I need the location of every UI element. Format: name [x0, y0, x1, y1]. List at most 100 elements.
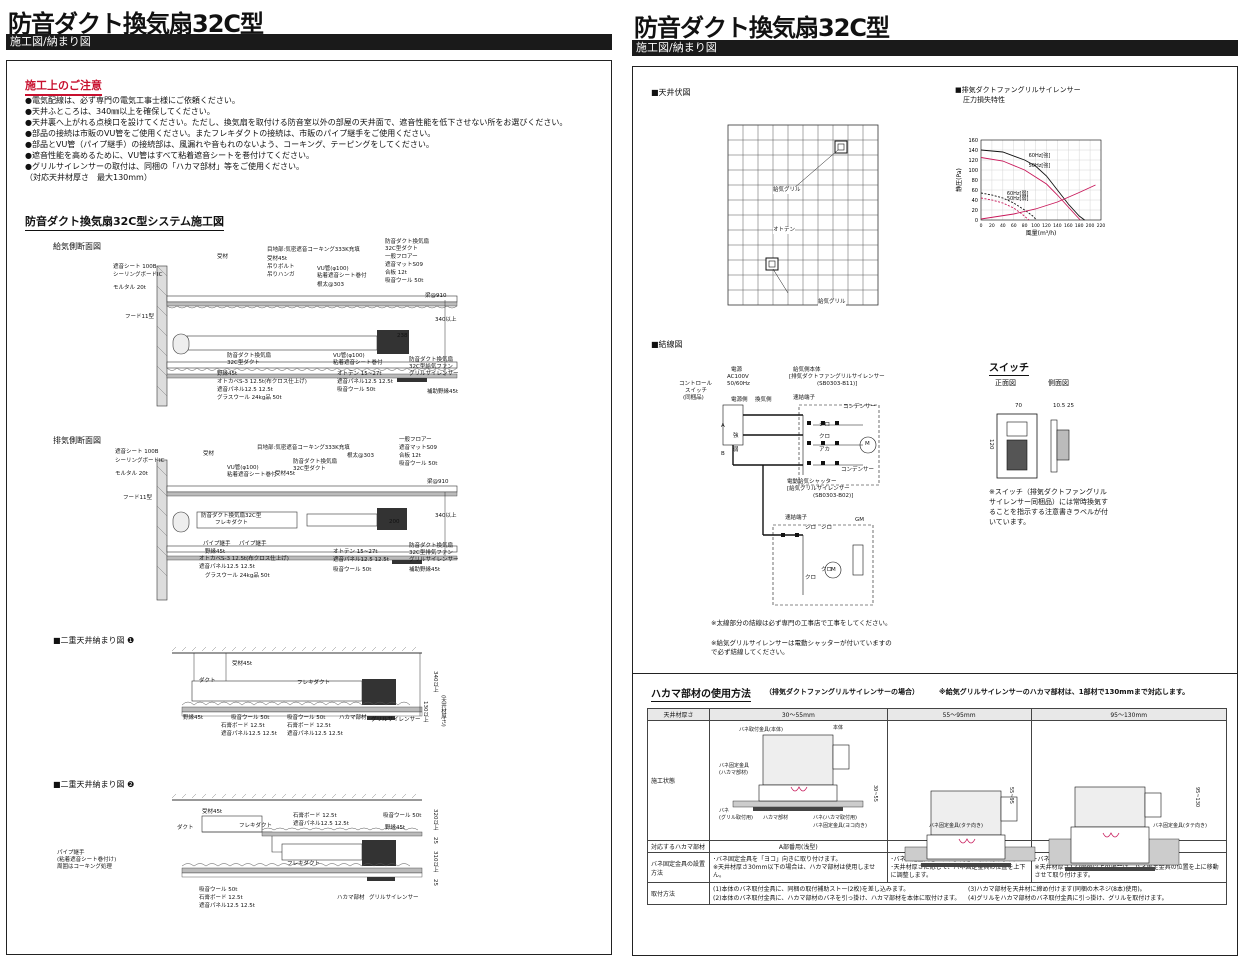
double2-label: 周囲はコーキング処理	[57, 864, 112, 870]
wiring-label: 弱	[733, 447, 739, 453]
row-label: バネ固定金具の設置方法	[647, 852, 710, 883]
double-ceiling-1-title: ■二重天井納まり図 ❶	[53, 636, 135, 645]
y-tick-label: 80	[972, 178, 978, 184]
hakama-diagram-label: バネ取付金具(本体)	[739, 727, 783, 733]
exhaust-label: グラスウール 24kg品 50t	[205, 573, 270, 579]
switch-dim-d1: 10.5	[1053, 403, 1066, 409]
exhaust-label: オトテン 15~27t	[333, 549, 378, 555]
divider	[633, 673, 1237, 674]
exhaust-label: 32C型ダクト	[293, 466, 326, 472]
exhaust-label: 受材	[203, 451, 215, 457]
exhaust-label: 防音ダクト換気扇	[293, 459, 338, 465]
hakama-diagram-label: (グリル取付用)	[719, 815, 753, 821]
caution-heading: 施工上のご注意	[25, 77, 102, 96]
supply-label: 受材45t	[267, 256, 288, 262]
caution-item: （対応天井材厚さ 最大130mm）	[25, 173, 152, 182]
hakama-diagram-label: バネ固定金具(タテ向き)	[1153, 823, 1207, 829]
wiring-label: 速結端子	[785, 515, 808, 521]
mount-cell: (1)本体のバネ取付金具に、同梱の取付補助ストー(2枚)を差し込みます。 (2)…	[709, 882, 1227, 905]
exhaust-label: 遮音パネル12.5 12.5t	[199, 564, 255, 570]
double2-label: 320以上	[432, 809, 438, 831]
double2-label: 遮音パネル12.5 12.5t	[199, 903, 255, 909]
double2-label: 受材45t	[202, 809, 223, 815]
series-line	[980, 192, 1037, 221]
x-tick-label: 20	[989, 223, 995, 229]
supply-label: 粘着遮音シート巻付	[333, 360, 383, 366]
hakama-note: ※給気グリルサイレンサーのハカマ部材は、1部材で130mmまで対応します。	[939, 688, 1190, 696]
exhaust-label: シーリングボードIC	[115, 458, 165, 464]
wiring-label: クロ	[805, 575, 817, 581]
x-tick-label: 60	[1011, 223, 1017, 229]
wiring-label: シロ	[821, 525, 833, 531]
double2-label: 石膏ボード 12.5t	[199, 895, 243, 901]
series-label: 60Hz[強]	[1029, 152, 1051, 159]
hakama-diagram-label: バネ固定金具(ヨコ向き)	[813, 823, 867, 829]
exhaust-label: 遮音マットS09	[399, 445, 437, 451]
caution-item: ●部品とVU管（パイプ継手）の接続部は、風漏れや音もれのないよう、コーキング、テ…	[25, 140, 434, 149]
supply-label: 補助野縁45t	[427, 389, 459, 395]
double2-label: ハカマ部材	[337, 895, 365, 901]
wiring-diagram	[722, 404, 880, 606]
wiring-label: (同梱品)	[683, 395, 704, 401]
exhaust-label: 粘着遮音シート巻付	[227, 472, 277, 478]
exhaust-label: 受材45t	[275, 471, 296, 477]
supply-label: 遮音パネル12.5 12.5t	[217, 387, 273, 393]
exhaust-section-title: 排気側断面図	[53, 436, 101, 445]
exhaust-label: パイプ継手	[203, 541, 231, 547]
supply-label: 防音ダクト換気扇	[227, 353, 272, 359]
hakama-diagram-3	[1048, 786, 1179, 871]
supply-label: 一般フロアー	[385, 254, 418, 260]
install-diagram-cell	[886, 720, 1035, 867]
exhaust-label: 野縁45t	[205, 549, 226, 555]
supply-label: 根太@303	[317, 282, 344, 288]
switch-dim-h: 120	[988, 439, 994, 450]
x-tick-label: 0	[980, 223, 983, 229]
supply-section-drawing	[156, 265, 458, 407]
mount-step: (4)グリルをハカマ部材のバネ取付金具に引っ掛け、グリルを取付けます。	[968, 894, 1168, 902]
hakama-diagram-label: 本体	[833, 725, 844, 731]
method-cell: ･バネ固定金具を「ヨコ」向きに取り付けます。 ※天井材厚さ30mm以下の場合は、…	[709, 852, 888, 883]
double2-label: 吸音ウール 50t	[383, 813, 422, 819]
wiring-label: 50/60Hz	[727, 381, 750, 387]
supply-label: 防音ダクト換気扇	[409, 357, 454, 363]
wiring-label: シロ	[819, 422, 831, 428]
double-ceiling-2-drawing	[171, 793, 423, 881]
double2-label: パイプ継手	[57, 850, 85, 856]
supply-label: 防音ダクト換気扇	[385, 239, 430, 245]
wiring-label: (SB0303-B11)]	[817, 381, 858, 387]
supply-label: 遮音マットS09	[385, 262, 423, 268]
supply-label: シーリングボードIC	[113, 272, 163, 278]
row-label: 取付方法	[647, 882, 710, 905]
exhaust-label: オトカベS-3 12.5t(布クロス仕上げ)	[199, 556, 289, 562]
wiring-label: アカ	[819, 447, 831, 453]
wiring-label: クロ	[819, 434, 831, 440]
row-label: 対応するハカマ部材	[647, 840, 710, 853]
y-tick-label: 40	[972, 198, 978, 204]
y-tick-label: 0	[975, 218, 978, 224]
hakama-diagram-label: ハカマ部材	[763, 815, 789, 821]
hakama-subheading: （排気ダクトファングリルサイレンサーの場合）	[765, 688, 919, 696]
wiring-label: コントロール	[679, 381, 713, 387]
supply-section-title: 給気側断面図	[53, 242, 101, 251]
switch-front-label: 正面図	[995, 379, 1016, 387]
exhaust-label: 一般フロアー	[399, 437, 432, 443]
supply-label: 340以上	[435, 317, 457, 323]
wiring-label: B	[721, 451, 725, 457]
wiring-note: ※給気グリルサイレンサーは電動シャッターが付いていますので必ず結線してください。	[711, 639, 892, 656]
double1-label: 遮音パネル12.5 12.5t	[221, 731, 277, 737]
supply-label: フード11型	[125, 314, 154, 320]
install-diagram-cell	[709, 720, 888, 841]
caution-item: ●天井裏へ上がれる点検口を設けてください。ただし、換気扇を取付ける防音室以外の部…	[25, 118, 568, 127]
double1-label: 遮音パネル12.5 12.5t	[287, 731, 343, 737]
thickness-cell: 30～55mm	[709, 708, 888, 721]
hakama-diagram-label: バネ固定金具(タテ向き)	[929, 823, 983, 829]
supply-label: 受材	[217, 254, 229, 260]
mount-step: (3)ハカマ部材を天井材に締め付けます(同梱の木ネジ(8本)使用)。	[968, 885, 1146, 893]
install-diagram-cell	[1030, 720, 1228, 871]
double1-label: 吸音ウール 50t	[287, 715, 326, 721]
wiring-label: クロ	[821, 567, 833, 573]
thickness-cell: 95～130mm	[1030, 708, 1228, 721]
content-frame: 施工上のご注意 ●電気配線は、必ず専門の電気工事士様にご依頼ください。 ●天井ふ…	[6, 60, 612, 955]
supply-label: 32C型ダクト	[385, 246, 418, 252]
pressure-subtitle: 圧力損失特性	[963, 96, 1005, 104]
